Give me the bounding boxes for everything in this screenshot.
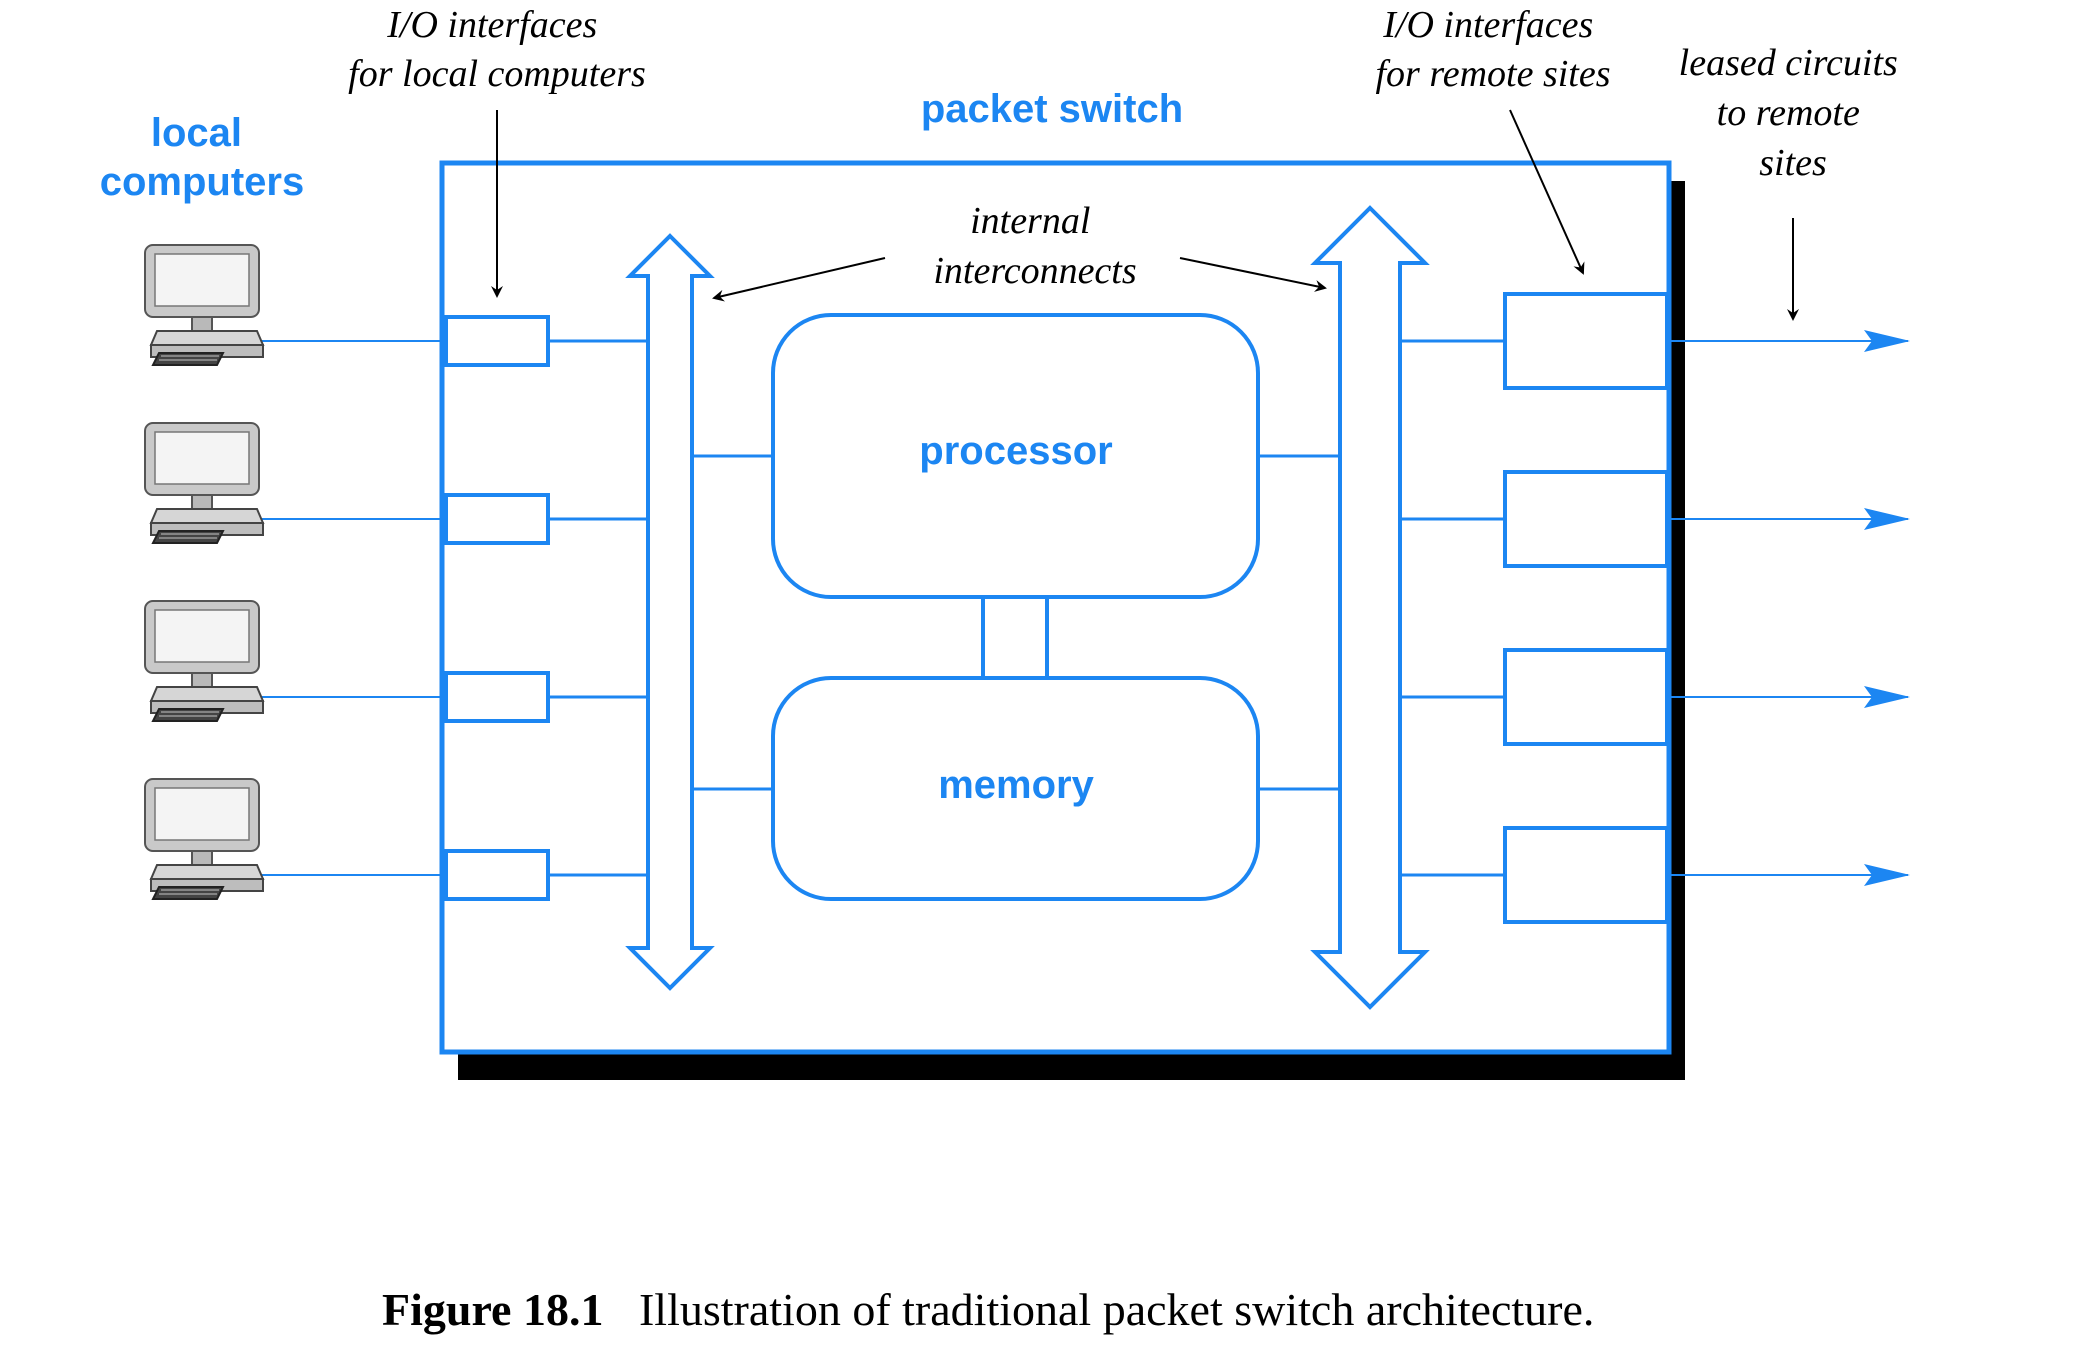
interconnect-right-pointer-arrow [1179, 257, 1327, 292]
left-interconnect-arrow [625, 233, 715, 991]
figure-caption-text: Illustration of traditional packet switc… [639, 1284, 1594, 1335]
processor-label: processor [919, 429, 1112, 473]
local-computers-line-2: computers [100, 160, 305, 204]
remote-io-interfaces [1400, 292, 1669, 924]
io-local-line-1: I/O interfaces [386, 4, 597, 46]
local-links [250, 340, 442, 876]
leased-circuits-line-2: to remote [1717, 92, 1860, 134]
internal-interconnects-line-2: interconnects [933, 250, 1136, 292]
figure-number: Figure 18.1 [382, 1284, 603, 1335]
local-computers-label: local computers [100, 111, 305, 204]
packet-switch-box [439, 160, 1672, 1055]
figure-caption: Figure 18.1 Illustration of traditional … [382, 1284, 1594, 1335]
leased-circuits-line-3: sites [1759, 142, 1827, 184]
processor-memory-link [981, 595, 1049, 680]
io-remote-line-2: for remote sites [1375, 53, 1610, 95]
local-io-interfaces [444, 315, 648, 901]
interconnect-left-pointer-arrow [712, 257, 886, 302]
desktop-computer-icon [144, 422, 264, 544]
io-local-label: I/O interfaces for local computers [348, 4, 646, 95]
io-remote-label: I/O interfaces for remote sites [1375, 4, 1610, 95]
local-computers-line-1: local [151, 111, 242, 155]
io-local-line-2: for local computers [348, 53, 646, 95]
desktop-computer-icon [144, 244, 264, 366]
packet-switch-label: packet switch [921, 87, 1183, 131]
leased-circuits-line-1: leased circuits [1679, 42, 1898, 84]
internal-interconnects-label: internal interconnects [933, 200, 1136, 292]
memory-label: memory [938, 763, 1094, 807]
io-remote-pointer-arrow [1509, 109, 1585, 275]
internal-interconnects-line-1: internal [970, 200, 1090, 242]
right-interconnect-arrow [1310, 205, 1430, 1010]
desktop-computer-icon [144, 600, 264, 722]
io-remote-line-1: I/O interfaces [1382, 4, 1593, 46]
leased-circuit-links [1669, 330, 1910, 886]
desktop-computer-icon [144, 778, 264, 900]
leased-circuits-label: leased circuits to remote sites [1679, 42, 1908, 184]
